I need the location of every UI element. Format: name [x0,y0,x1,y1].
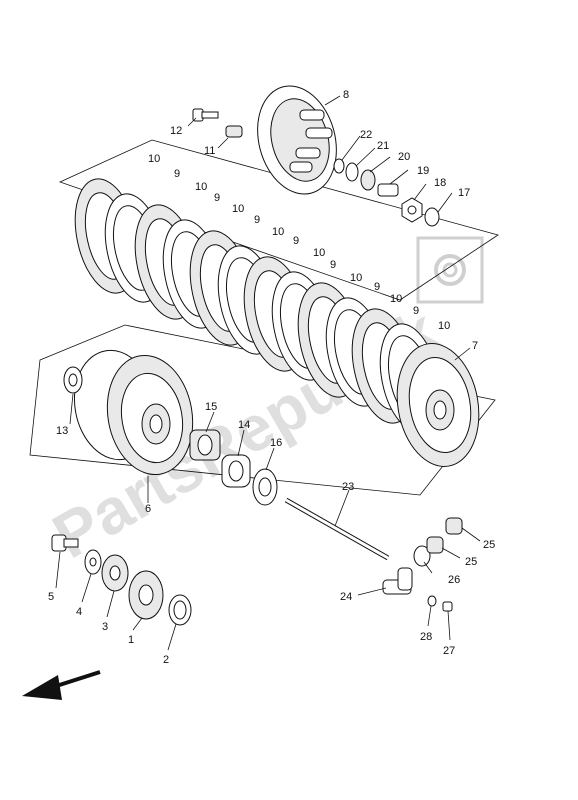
callout-9e: 9 [330,259,336,271]
gear-3 [101,554,129,592]
washer-22 [333,158,345,174]
callout-9f: 9 [374,281,380,293]
callout-13: 13 [56,425,68,437]
callout-10a: 10 [148,153,160,165]
callout-27: 27 [443,645,455,657]
callout-4: 4 [76,606,82,618]
callout-10h: 10 [438,320,450,332]
bearing-2 [168,594,192,626]
callout-25b: 25 [465,556,477,568]
push-rod-19 [377,183,399,197]
thrust-washer-13 [63,366,83,394]
callout-9a: 9 [174,168,180,180]
primary-driven-gear-1 [128,570,164,620]
callout-9d: 9 [293,235,299,247]
callout-10f: 10 [350,272,362,284]
callout-24: 24 [340,591,352,603]
leader-lines [55,95,481,651]
callout-6: 6 [145,503,151,515]
washer-28 [427,595,437,607]
callout-15: 15 [205,401,217,413]
push-rod-23 [284,497,390,561]
nut-18 [401,197,423,223]
callout-10c: 10 [232,203,244,215]
callout-1: 1 [128,634,134,646]
callout-10d: 10 [272,226,284,238]
callout-9b: 9 [214,192,220,204]
callout-10e: 10 [313,247,325,259]
callout-9g: 9 [413,305,419,317]
callout-8: 8 [343,89,349,101]
callout-10g: 10 [390,293,402,305]
callout-19: 19 [417,165,429,177]
clutch-housing [73,349,194,476]
bolt-5 [51,534,79,552]
callout-18: 18 [434,177,446,189]
callout-11: 11 [204,145,215,157]
washer-4 [84,549,102,575]
callout-9c: 9 [254,214,260,226]
clutch-plate-frame [58,139,499,301]
callout-12: 12 [170,125,182,137]
callout-2: 2 [163,654,169,666]
washer-21 [345,162,359,182]
bearing-25a [445,517,463,535]
callout-labels: 8 12 11 22 21 20 19 18 17 10 9 10 9 10 9… [48,89,495,666]
callout-16: 16 [270,437,282,449]
bearing-20 [360,169,376,191]
spacer-14 [221,454,251,488]
callout-23: 23 [342,481,354,493]
oil-seal-26 [413,545,431,567]
lock-washer-17 [424,207,440,227]
callout-5: 5 [48,591,54,603]
clutch-plate-stack [74,178,441,433]
callout-20: 20 [398,151,410,163]
callout-21: 21 [377,140,389,152]
washer-16 [252,468,278,506]
callout-28: 28 [420,631,432,643]
callout-14: 14 [238,419,250,431]
front-direction-arrow-icon [22,670,101,700]
callout-17: 17 [458,187,470,199]
screw-27 [442,601,453,612]
spring-11 [225,125,243,138]
push-lever-24 [382,567,413,595]
pressure-plate [257,85,337,195]
bearing-25b [426,536,444,554]
callout-7: 7 [472,340,478,352]
callout-22: 22 [360,129,372,141]
callout-3: 3 [102,621,108,633]
clutch-boss [396,343,480,467]
callout-26: 26 [448,574,460,586]
needle-bearing-15 [189,429,221,461]
gear-watermark-icon [416,236,484,304]
callout-25a: 25 [483,539,495,551]
bolt-12 [192,108,219,122]
callout-10b: 10 [195,181,207,193]
